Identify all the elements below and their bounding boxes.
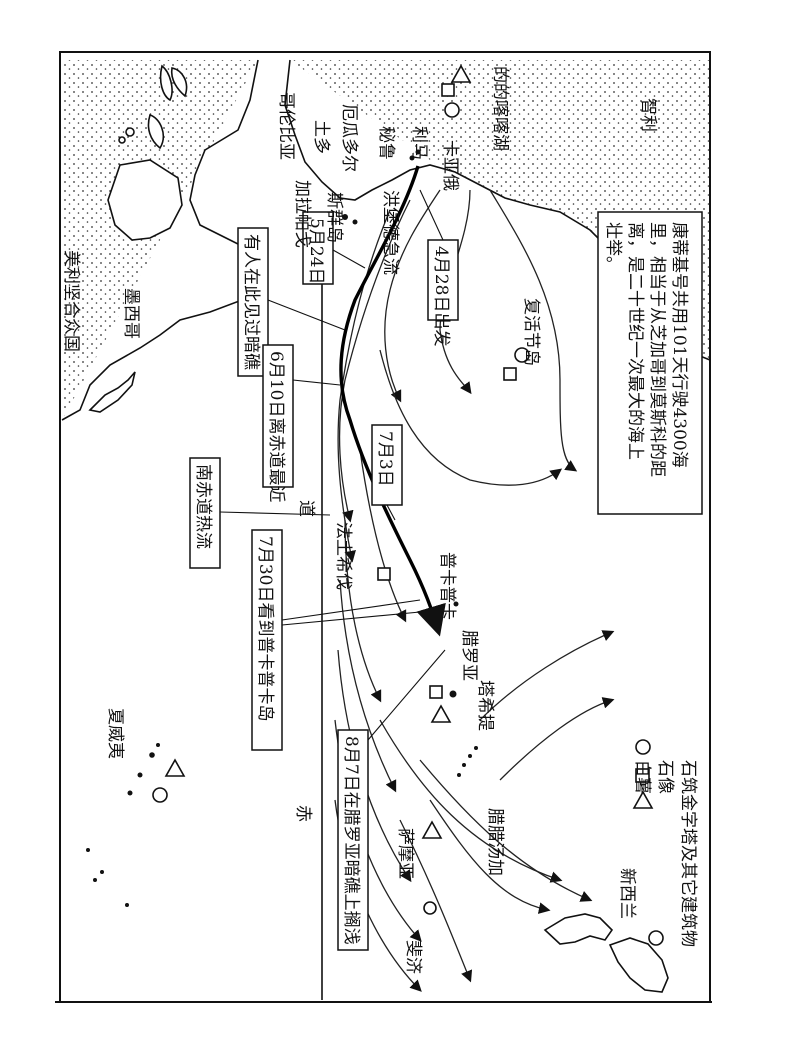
label-ecuador: 厄瓜多尔 [339, 104, 359, 172]
legend-circle-label: 白薯 [632, 760, 652, 794]
label-samoa: 萨摩亚 [395, 828, 415, 879]
label-fiji: 斐济 [403, 940, 423, 974]
label-tonga: 腊腊汤加 [485, 808, 505, 876]
label-mexico: 墨西哥 [121, 288, 141, 339]
label-hawaii: 夏威夷 [105, 708, 125, 759]
label-equator-2: 道 [296, 500, 316, 517]
note-south-eq-current: 南赤道热流 [193, 464, 213, 549]
note-jun10: 6月10日离赤道最近 [266, 351, 286, 502]
label-chile: 智利 [638, 98, 658, 132]
kon-tiki-route [339, 165, 446, 637]
summary-line-1: 康蒂基号共用101天行驶4300海 [669, 222, 689, 468]
label-peru: 秘鲁 [376, 126, 396, 160]
summary-box [597, 211, 703, 515]
summary-text: 康蒂基号共用101天行驶4300海 里，相当于从芝加哥到莫斯科的距 离，是二十世… [603, 222, 689, 477]
note-may24: 5月24日 [306, 218, 326, 284]
label-galapagos-2: 斯群岛 [324, 192, 344, 243]
map-symbols [152, 64, 664, 946]
label-usa: 美利坚合众国 [61, 250, 81, 352]
island-dots [86, 149, 478, 907]
label-titicaca: 的的喀喀湖 [490, 66, 510, 151]
legend-symbols [632, 739, 654, 809]
note-jul3: 7月3日 [375, 431, 395, 487]
label-galapagos-1: 加拉帕戈 [292, 180, 312, 248]
label-callao: 卡亚俄 [440, 140, 460, 191]
label-tumbes: 土多 [311, 120, 331, 154]
label-fatu-hiva: 法土希伐 [333, 522, 353, 590]
legend-square-label: 石像 [655, 760, 675, 794]
note-jul30: 7月30日看到普卡普卡岛 [255, 536, 275, 721]
label-colombia: 哥伦比亚 [276, 92, 296, 160]
new-zealand-land [543, 913, 669, 993]
legend-triangle-label: 石筑金字塔及其它建筑物 [678, 760, 698, 947]
label-new-zealand: 新西兰 [617, 868, 637, 919]
label-tuamotu: 腊罗亚 [459, 630, 479, 681]
label-humboldt: 洪堡德急流 [380, 190, 400, 275]
map-labels: 美利坚合众国 墨西哥 哥伦比亚 厄瓜多尔 土多 秘鲁 利马 卡亚俄 加拉帕戈 斯… [61, 66, 658, 974]
route-notes: 4月28日出发 5月24日 有人在此见过暗礁 6月10日离赤道最近 7月3日 南… [193, 218, 451, 945]
label-easter: 复活节岛 [521, 298, 541, 366]
note-aug7: 8月7日在腊罗亚暗礁上搁浅 [341, 736, 361, 945]
summary-line-4: 壮举。 [603, 222, 623, 273]
label-puka-puka: 普卡普卡 [437, 552, 457, 620]
label-equator-1: 赤 [293, 805, 313, 822]
north-america-land [61, 59, 259, 421]
summary-line-3: 离，是二十世纪一次最大的海上 [625, 222, 645, 460]
note-reef-seen: 有人在此见过暗礁 [241, 234, 261, 370]
route-note-boxes [189, 211, 459, 951]
summary-line-2: 里，相当于从芝加哥到莫斯科的距 [647, 222, 667, 477]
legend: 白薯 石像 石筑金字塔及其它建筑物 [632, 760, 698, 947]
label-lima: 利马 [409, 126, 429, 160]
leader-lines [219, 189, 446, 741]
note-depart: 4月28日出发 [431, 246, 451, 346]
ocean-currents [334, 189, 615, 992]
label-tahiti: 塔希提 [475, 680, 495, 731]
